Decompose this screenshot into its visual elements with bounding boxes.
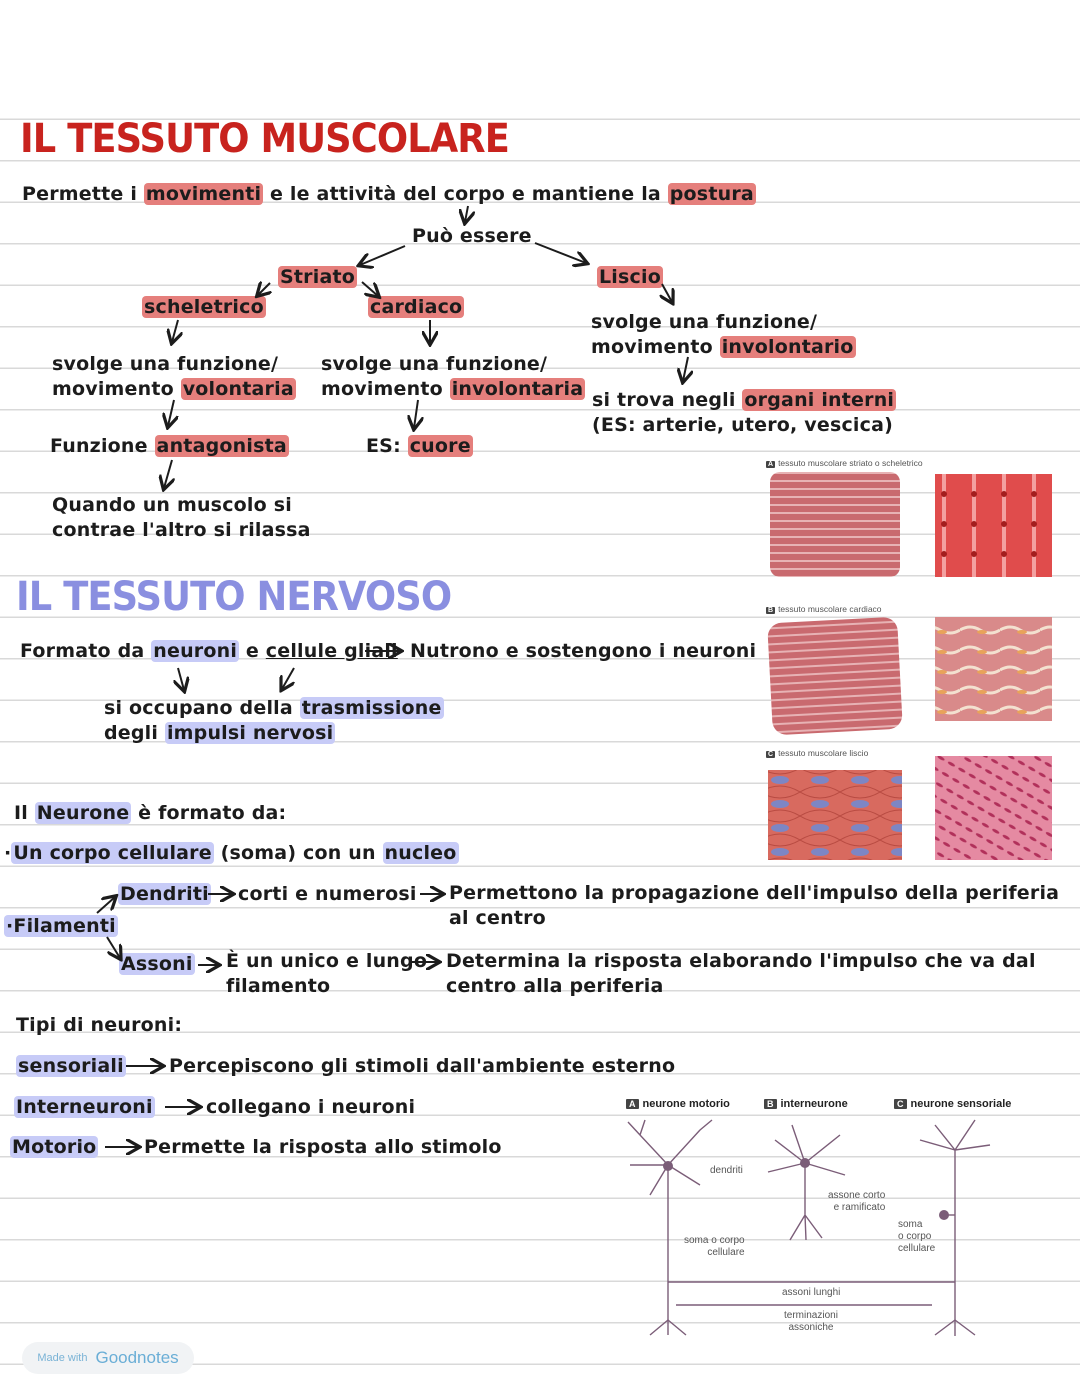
corpo-cellulare: ·Un corpo cellulare (soma) con un nucleo	[4, 842, 459, 864]
motorio-label: Motorio	[10, 1136, 99, 1158]
smooth-muscle-micrograph	[935, 756, 1052, 860]
dendriti-label: Dendriti	[118, 883, 211, 905]
neurone-formato: Il Neurone è formato da:	[14, 802, 287, 824]
assoni-funzione: Determina la risposta elaborando l'impul…	[446, 950, 1036, 997]
smooth-muscle-drawing	[768, 770, 902, 860]
liscio-label: Liscio	[597, 266, 663, 288]
quando-muscolo: Quando un muscolo si contrae l'altro si …	[52, 494, 311, 541]
muscle-title: IL TESSUTO MUSCOLARE	[20, 116, 510, 162]
assoni-desc: È un unico e lungo filamento	[226, 950, 428, 997]
filamenti-label: ·Filamenti	[4, 915, 118, 937]
scheletrico-funzione: svolge una funzione/ movimento volontari…	[52, 353, 296, 400]
striato-label: Striato	[278, 266, 358, 288]
sensory-soma	[939, 1210, 949, 1220]
neuron-diagram	[627, 1119, 991, 1336]
scheletrico-label: scheletrico	[142, 296, 266, 318]
formato-da: Formato da neuroni e cellule gliali	[20, 640, 398, 662]
puo-essere: Può essere	[412, 225, 532, 247]
interneuroni-label: Interneuroni	[14, 1096, 155, 1118]
muscle-intro: Permette i movimenti e le attività del c…	[22, 183, 756, 205]
assoni-label: Assoni	[119, 953, 195, 975]
dendriti-desc: corti e numerosi	[238, 883, 417, 905]
trasmissione-impulsi: si occupano della trasmissione degli imp…	[104, 697, 444, 744]
funzione-antagonista: Funzione antagonista	[50, 435, 289, 457]
sensoriali-label: sensoriali	[16, 1055, 126, 1077]
interneuroni-desc: collegano i neuroni	[206, 1096, 416, 1118]
organi-interni: si trova negli organi interni (ES: arter…	[592, 389, 897, 436]
assoni-lunghi-annotation: assoni lunghi	[782, 1287, 841, 1298]
tipi-neuroni: Tipi di neuroni:	[16, 1014, 183, 1036]
esempio-cuore: ES: cuore	[366, 435, 473, 457]
cardiac-muscle-micrograph	[935, 617, 1052, 721]
motor-soma	[663, 1161, 673, 1171]
skeletal-muscle-drawing	[770, 472, 900, 577]
interneuron-soma	[800, 1158, 810, 1168]
cardiac-muscle-drawing	[767, 617, 903, 735]
dendriti-annotation: dendriti	[710, 1165, 743, 1176]
dendriti-funzione: Permettono la propagazione dell'impulso …	[449, 882, 1060, 929]
nervous-title: IL TESSUTO NERVOSO	[16, 574, 452, 620]
motorio-desc: Permette la risposta allo stimolo	[144, 1136, 502, 1158]
cardiaco-label: cardiaco	[368, 296, 465, 318]
nutrono-sostengono: Nutrono e sostengono i neuroni	[410, 640, 757, 662]
sensoriali-desc: Percepiscono gli stimoli dall'ambiente e…	[169, 1055, 676, 1077]
skeletal-muscle-micrograph	[935, 474, 1052, 577]
cardiaco-funzione: svolge una funzione/ movimento involonta…	[321, 353, 586, 400]
liscio-funzione: svolge una funzione/ movimento involonta…	[591, 311, 856, 358]
